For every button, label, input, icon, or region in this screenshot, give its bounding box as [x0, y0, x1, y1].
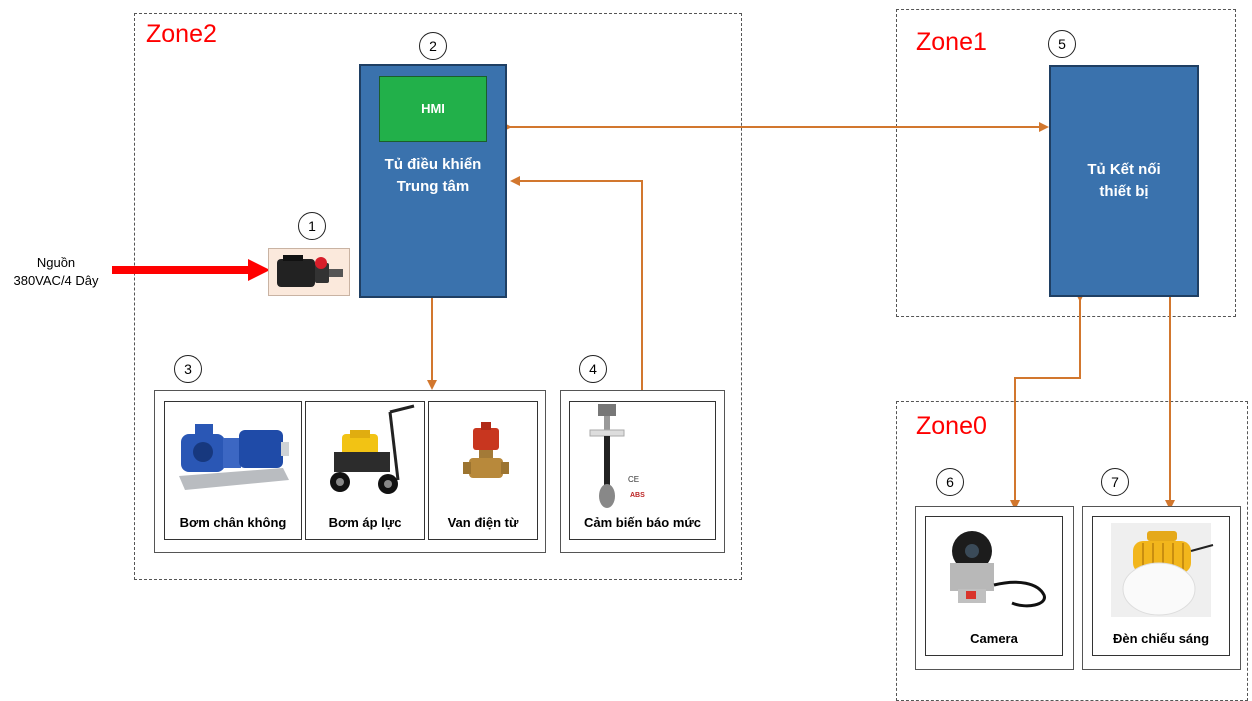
lighting-label: Đèn chiếu sáng [1112, 631, 1210, 646]
camera-label: Camera [970, 631, 1018, 646]
ce-mark: CE [628, 475, 639, 484]
level-sensor-card: CE ABS Cảm biến báo mức [569, 401, 716, 540]
pressure-pump-icon [330, 404, 415, 494]
central-cabinet-line1: Tủ điều khiển [384, 156, 482, 173]
hmi-panel: HMI [379, 76, 487, 142]
device-connection-cabinet: Tủ Kết nối thiết bị [1049, 65, 1199, 297]
zone1-label: Zone1 [916, 28, 987, 56]
power-source-line1: Nguồn [36, 255, 76, 270]
marker-3: 3 [174, 355, 202, 383]
pressure-pump-label: Bơm áp lực [328, 515, 402, 530]
marker-5: 5 [1048, 30, 1076, 58]
connection-cabinet-line1: Tủ Kết nối [1087, 161, 1161, 178]
level-sensor-label: Cảm biến báo mức [583, 515, 702, 530]
vacuum-pump-label: Bơm chân không [179, 515, 287, 530]
link-sensor-central [510, 176, 643, 390]
vacuum-pump-card: Bơm chân không [164, 401, 302, 540]
marker-7: 7 [1101, 468, 1129, 496]
vacuum-pump-icon [179, 424, 289, 490]
connection-cabinet-line2: thiết bị [1099, 183, 1149, 200]
pressure-pump-card: Bơm áp lực [305, 401, 425, 540]
camera-icon [950, 531, 1046, 608]
link-connection-camera [1010, 292, 1085, 510]
lighting-icon [1111, 523, 1214, 617]
marker-6: 6 [936, 468, 964, 496]
power-source-label: Nguồn 380VAC/4 Dây [0, 254, 112, 290]
level-sensor-icon: CE ABS [589, 404, 645, 508]
abs-mark: ABS [630, 492, 645, 499]
zone2-label: Zone2 [146, 20, 217, 48]
lighting-card: Đèn chiếu sáng [1092, 516, 1230, 656]
zone0-label: Zone0 [916, 412, 987, 440]
power-arrow-head [248, 259, 270, 281]
central-cabinet-line2: Trung tâm [396, 178, 470, 195]
power-source-line2: 380VAC/4 Dây [13, 273, 99, 288]
solenoid-valve-label: Van điện từ [447, 515, 519, 530]
marker-2: 2 [419, 32, 447, 60]
zone2-boundary [134, 13, 742, 580]
solenoid-valve-icon [463, 422, 509, 478]
solenoid-valve-card: Van điện từ [428, 401, 538, 540]
isolator-switch-image [268, 248, 350, 296]
central-control-cabinet: HMI Tủ điều khiển Trung tâm [359, 64, 507, 298]
marker-1: 1 [298, 212, 326, 240]
camera-card: Camera [925, 516, 1063, 656]
connection-cabinet-title: Tủ Kết nối thiết bị [1051, 159, 1197, 203]
marker-4: 4 [579, 355, 607, 383]
isolator-switch-icon [277, 255, 343, 287]
central-cabinet-title: Tủ điều khiển Trung tâm [361, 154, 505, 198]
